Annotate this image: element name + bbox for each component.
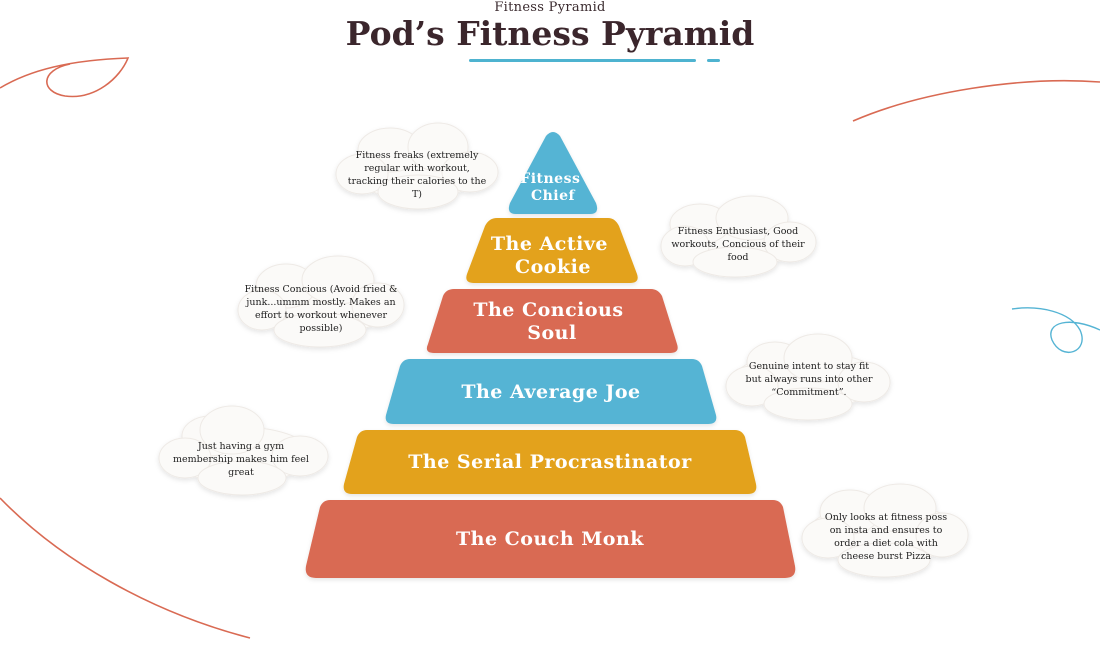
swoosh-right-blue <box>1011 307 1100 353</box>
tier-couch-monk-label: The Couch Monk <box>456 528 644 550</box>
cloud-couch-monk <box>801 483 969 578</box>
note-couch-monk: Only looks at fitness poss on insta and … <box>824 512 948 562</box>
cloud-fitness-chief <box>335 122 499 210</box>
cloud-average-joe <box>725 333 891 421</box>
tier-serial-procrastinator-label: The Serial Procrastinator <box>408 451 692 473</box>
swoosh-top-left <box>0 57 130 98</box>
tier-active-cookie-shape <box>466 218 638 283</box>
page-subtitle: Fitness Pyramid <box>494 0 606 15</box>
note-concious-soul: Fitness Concious (Avoid fried & junk...u… <box>244 284 398 334</box>
tier-serial-procrastinator-shape <box>343 430 757 494</box>
note-fitness-chief: Fitness freaks (extremely regular with w… <box>347 150 487 200</box>
note-serial-procrastinator: Just having a gym membership makes him f… <box>173 441 309 478</box>
note-average-joe: Genuine intent to stay fit but always ru… <box>745 361 873 398</box>
swoosh-bottom-left <box>0 497 251 639</box>
pyramid-tiers: Fitness Chief The Active Cookie The Conc… <box>305 132 796 578</box>
tier-fitness-chief-shape <box>508 132 598 214</box>
cloud-shapes <box>158 122 969 578</box>
decorative-swooshes <box>0 57 1100 639</box>
swoosh-top-right <box>852 79 1100 122</box>
note-active-cookie: Fitness Enthusiast, Good workouts, Conci… <box>671 226 805 263</box>
title-underline-tick <box>707 59 720 62</box>
tier-active-cookie-label: The Active Cookie <box>491 233 615 278</box>
cloud-active-cookie <box>660 195 817 278</box>
tier-average-joe-shape <box>385 359 717 424</box>
tier-couch-monk-shape <box>305 500 796 578</box>
title-underline <box>469 59 696 62</box>
tier-concious-soul-shape <box>426 289 678 353</box>
tier-concious-soul-label: The Concious Soul <box>473 299 630 344</box>
page-title: Pod’s Fitness Pyramid <box>345 14 755 53</box>
cloud-concious-soul <box>237 255 405 348</box>
tier-fitness-chief-label: Fitness Chief <box>520 171 585 204</box>
cloud-serial-procrastinator <box>158 405 329 496</box>
tier-average-joe-label: The Average Joe <box>461 381 640 403</box>
